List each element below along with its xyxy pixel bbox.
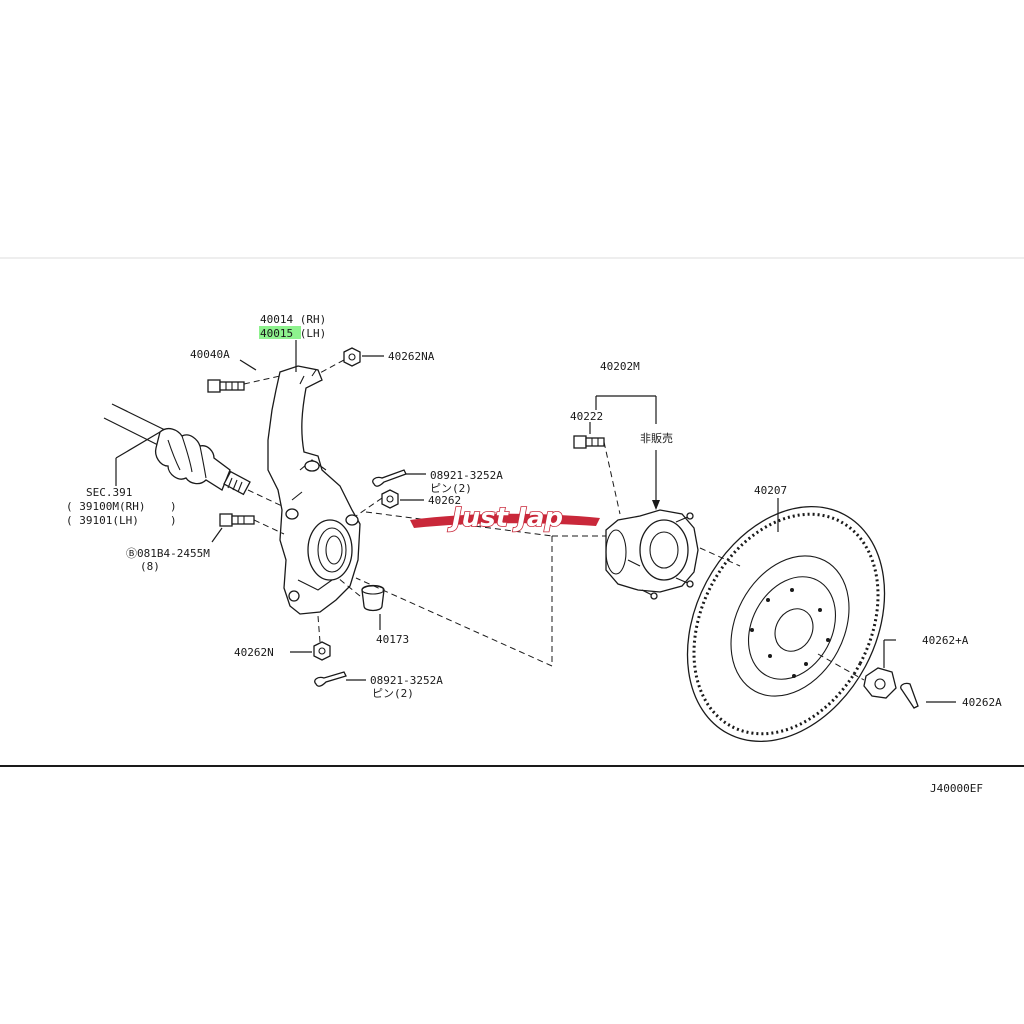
label-hub-assy: 40202M: [600, 360, 640, 373]
steering-knuckle: [267, 365, 361, 615]
label-diagram-code: J40000EF: [930, 782, 983, 795]
drive-shaft: [103, 403, 251, 496]
label-pin-top: 08921-3252A: [430, 469, 503, 482]
label-sec-rh: ( 39100M(RH): [66, 500, 145, 513]
label-hub-nut: 40262+A: [922, 634, 969, 647]
nut-40262NA: [343, 347, 361, 367]
bolt-081B4: [219, 513, 255, 527]
hub-assembly: [605, 509, 699, 600]
label-hub-bolt: 40222: [570, 410, 603, 423]
label-nut-top: 40262NA: [388, 350, 435, 363]
label-sec-lh: ( 39101(LH): [66, 514, 139, 527]
label-cotter-pin: 40262A: [962, 696, 1002, 709]
watermark-logo: Just Jap: [410, 502, 600, 534]
leader-lines: [115, 340, 956, 703]
label-nut-bottom: 40262N: [234, 646, 274, 659]
cotter-pin-bottom: [314, 671, 347, 687]
label-pin-top-sub: ピン(2): [430, 482, 472, 495]
label-sec-lh-close: ): [170, 514, 177, 527]
hub-bolt-40222: [573, 435, 605, 449]
label-rotor: 40207: [754, 484, 787, 497]
hub-nut-40262A: [863, 667, 897, 699]
label-pin-bottom: 08921-3252A: [370, 674, 443, 687]
cotter-pin-top: [372, 469, 407, 487]
label-knuckle-rh: 40014 (RH): [260, 313, 326, 326]
label-not-sold: 非販売: [640, 432, 673, 445]
label-bolt-top: 40040A: [190, 348, 230, 361]
label-nut-mid: 40262: [428, 494, 461, 507]
label-knuckle-lh: 40015 (LH): [260, 327, 326, 340]
label-sec-title: SEC.391: [86, 486, 132, 499]
label-pin-bottom-sub: ピン(2): [372, 687, 414, 700]
part-number-highlight: [259, 326, 301, 339]
label-bolt-side: Ⓑ081B4-2455M: [126, 547, 210, 560]
label-bolt-side-qty: (8): [140, 560, 160, 573]
nut-40262N: [313, 641, 331, 661]
bolt-40040A: [207, 379, 245, 393]
nut-40262: [381, 489, 399, 509]
brake-rotor: [686, 505, 886, 743]
bushing-40173: [361, 584, 385, 612]
watermark-text: Just Jap: [447, 503, 563, 533]
label-sec-rh-close: ): [170, 500, 177, 513]
cotter-pin-40262A: [900, 682, 919, 709]
label-bushing: 40173: [376, 633, 409, 646]
